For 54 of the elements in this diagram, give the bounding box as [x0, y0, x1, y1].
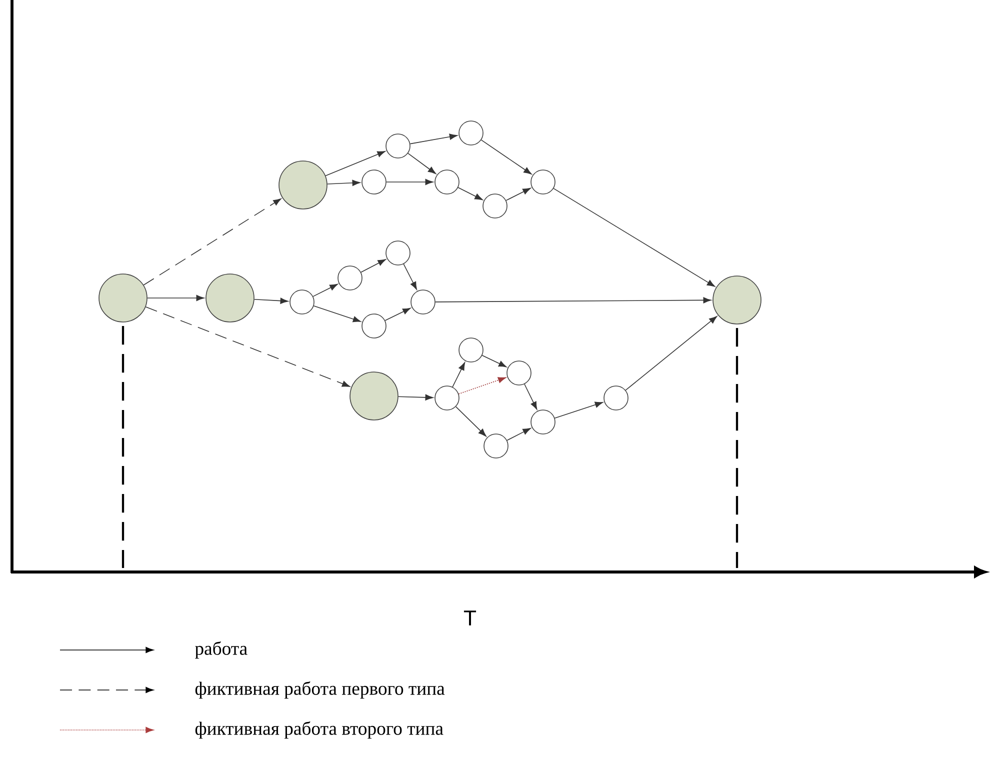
event-node [410, 290, 436, 314]
axis-label: T [464, 610, 476, 626]
arrow [452, 362, 466, 388]
arrow [325, 150, 386, 176]
event-circle [98, 274, 148, 322]
legend-text: фиктивная работа второго типа [195, 721, 444, 739]
event-node [434, 170, 460, 194]
event-node [362, 170, 386, 194]
arrow [625, 316, 718, 391]
arrow [506, 428, 531, 441]
event-node [484, 434, 508, 458]
arrow [254, 298, 288, 304]
event-node [604, 386, 628, 410]
arrow [312, 284, 338, 297]
arrow [482, 354, 507, 368]
arrow [326, 180, 360, 186]
event-node [386, 134, 410, 158]
arrow [524, 384, 538, 410]
event-node [458, 338, 484, 362]
arrow [313, 306, 361, 322]
event-node [386, 240, 410, 266]
event-node [434, 386, 460, 410]
arrow [147, 294, 204, 302]
arrow [360, 259, 386, 273]
event-circle [206, 274, 254, 322]
arrow [408, 152, 436, 174]
arrow [480, 140, 532, 174]
arrow [145, 306, 350, 387]
legend-text: фиктивная работа первого типа [195, 681, 445, 699]
event-node [506, 360, 532, 386]
arrow [554, 402, 603, 419]
legend-text: работа [195, 641, 248, 659]
arrow [398, 394, 434, 400]
arrow [403, 264, 417, 290]
arrow [435, 297, 712, 304]
arrow [458, 187, 483, 200]
event-node [482, 194, 508, 218]
event-circle [350, 372, 398, 420]
event-node [458, 120, 484, 146]
event-circle [712, 276, 762, 324]
arrow [455, 406, 486, 436]
event-circle [278, 160, 328, 210]
arrow [410, 134, 458, 144]
arrow [458, 377, 506, 394]
event-node [362, 314, 386, 338]
event-node [290, 290, 314, 314]
arrow [506, 188, 531, 201]
event-node [530, 410, 556, 434]
event-node [338, 266, 362, 290]
arrow [384, 308, 411, 321]
arrow [386, 178, 434, 186]
arrow [143, 198, 282, 286]
arrow [553, 188, 716, 287]
event-node [530, 170, 556, 194]
